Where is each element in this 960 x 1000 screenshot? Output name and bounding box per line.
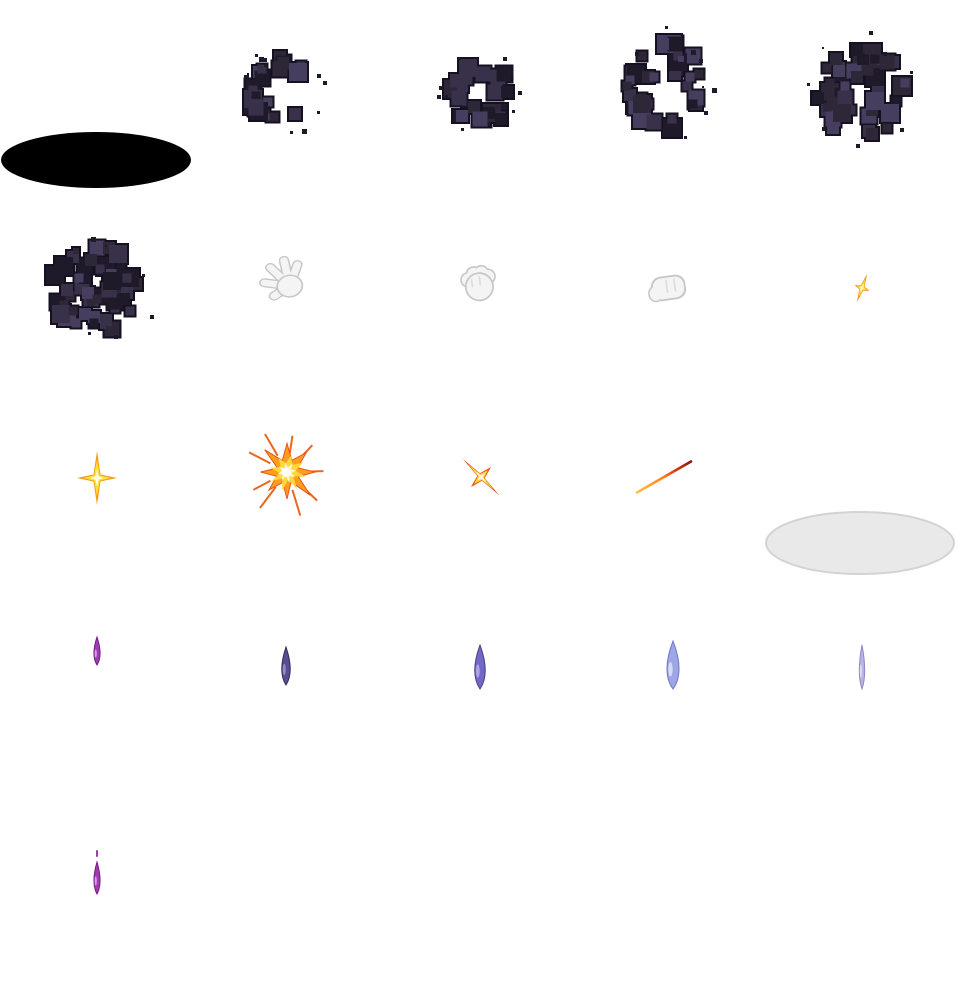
smoke-puff-frame-5 bbox=[0, 185, 199, 389]
spark-small bbox=[841, 267, 883, 309]
droplet-indigo-graphic bbox=[281, 645, 291, 686]
smoke-puff-frame-5-graphic bbox=[44, 237, 154, 339]
smoke-puff-frame-3 bbox=[578, 0, 754, 182]
ground-disc-gray-graphic bbox=[765, 511, 955, 575]
droplet-violet bbox=[468, 630, 492, 704]
smoke-puff-frame-1 bbox=[202, 11, 364, 170]
spark-small-graphic bbox=[854, 273, 870, 303]
explosion-burst-graphic bbox=[248, 433, 324, 516]
hand-grabbing-graphic bbox=[460, 264, 496, 302]
droplet-periwinkle bbox=[660, 626, 686, 704]
smoke-puff-frame-3-graphic bbox=[620, 26, 717, 139]
hand-open-slap bbox=[245, 249, 321, 313]
droplet-magenta-falling-graphic bbox=[93, 850, 101, 896]
droplet-magenta-small-graphic bbox=[93, 635, 101, 666]
droplet-indigo bbox=[276, 632, 297, 700]
droplet-pale-thin bbox=[854, 630, 871, 704]
droplet-violet-graphic bbox=[474, 643, 486, 690]
droplet-magenta-falling bbox=[88, 847, 106, 909]
sparkle-four-point-graphic bbox=[77, 451, 117, 505]
streak-diagonal-graphic bbox=[635, 459, 693, 494]
hand-fist-graphic bbox=[648, 274, 687, 303]
sparkle-four-point bbox=[64, 445, 130, 511]
ground-disc-gray bbox=[763, 509, 957, 577]
smoke-puff-frame-2-graphic bbox=[437, 57, 522, 131]
droplet-periwinkle-graphic bbox=[666, 639, 680, 690]
droplet-magenta-small bbox=[88, 622, 106, 680]
sparkle-diagonal bbox=[449, 445, 513, 509]
hand-grabbing bbox=[447, 257, 507, 309]
smoke-puff-frame-4 bbox=[758, 0, 960, 194]
ground-shadow-black bbox=[0, 129, 194, 191]
smoke-puff-frame-1-graphic bbox=[242, 49, 327, 134]
smoke-puff-frame-4-graphic bbox=[807, 31, 913, 148]
sparkle-diagonal-graphic bbox=[462, 458, 500, 496]
droplet-pale-thin-graphic bbox=[858, 644, 866, 691]
ground-shadow-black-graphic bbox=[1, 132, 191, 188]
streak-diagonal bbox=[631, 455, 697, 498]
explosion-burst bbox=[235, 423, 339, 520]
smoke-puff-frame-2 bbox=[401, 13, 559, 171]
hand-fist bbox=[641, 266, 695, 310]
hand-open-slap-graphic bbox=[259, 255, 304, 301]
